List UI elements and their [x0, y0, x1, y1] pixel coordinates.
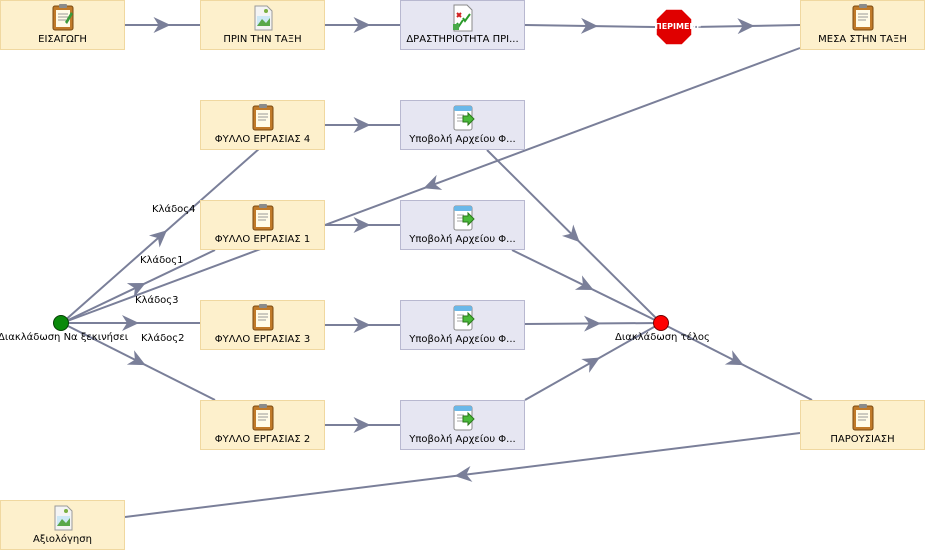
arrowhead — [353, 17, 371, 33]
notepad-icon — [252, 104, 273, 131]
arrowhead — [126, 350, 146, 366]
file-submit-icon — [453, 105, 475, 131]
presentation-activity[interactable]: ΠΑΡΟΥΣΙΑΣΗ — [800, 400, 925, 450]
in-class-activity[interactable]: ΜΕΣΑ ΣΤΗΝ ΤΑΞΗ — [800, 0, 925, 50]
arrowhead — [423, 174, 443, 190]
edge-stop-inclass — [692, 18, 801, 35]
branch-end-label: Διακλάδωση τέλος — [615, 332, 710, 343]
worksheet-1[interactable]: ΦΥΛΛΟ ΕΡΓΑΣΙΑΣ 1 — [200, 200, 325, 250]
branch-label-3: Κλάδος3 — [135, 295, 179, 306]
edge-start-ws1 — [61, 249, 216, 324]
worksheet-2-label: ΦΥΛΛΟ ΕΡΓΑΣΙΑΣ 2 — [214, 434, 311, 445]
branch-start-label: Διακλάδωση Να ξεκινήσει — [0, 332, 129, 343]
arrowhead — [581, 357, 600, 373]
image-page-icon — [54, 505, 72, 531]
arrowhead — [353, 217, 371, 233]
in-class-label: ΜΕΣΑ ΣΤΗΝ ΤΑΞΗ — [818, 34, 907, 45]
submit-file-2-label: Υποβολή Αρχείου Φ... — [409, 434, 516, 445]
branch-label-2: Κλάδος2 — [141, 333, 185, 344]
arrowhead — [561, 224, 580, 243]
arrowhead — [126, 283, 146, 298]
arrowhead — [454, 465, 473, 482]
intro-label: ΕΙΣΑΓΩΓΗ — [38, 34, 87, 45]
branch-start-gate[interactable] — [53, 315, 69, 331]
edge-before-activity — [325, 17, 400, 33]
submit-file-3[interactable]: Υποβολή Αρχείου Φ... — [400, 300, 525, 350]
notepad-icon — [852, 404, 873, 431]
before-class-label: ΠΡΙΝ ΤΗΝ ΤΑΞΗ — [223, 34, 302, 45]
intro-activity[interactable]: ΕΙΣΑΓΩΓΗ — [0, 0, 125, 50]
submit-file-4[interactable]: Υποβολή Αρχείου Φ... — [400, 100, 525, 150]
submit-file-1-label: Υποβολή Αρχείου Φ... — [409, 234, 516, 245]
notepad-icon — [852, 4, 873, 31]
arrowhead — [353, 117, 371, 133]
edge-start-ws2 — [61, 322, 216, 401]
presentation-label: ΠΑΡΟΥΣΙΑΣΗ — [830, 434, 895, 445]
file-submit-icon — [453, 205, 475, 231]
edge-inclass-start — [61, 47, 801, 324]
arrowhead — [153, 17, 171, 33]
worksheet-4-label: ΦΥΛΛΟ ΕΡΓΑΣΙΑΣ 4 — [214, 134, 311, 145]
submit-file-2[interactable]: Υποβολή Αρχείου Φ... — [400, 400, 525, 450]
arrowhead — [724, 350, 744, 366]
notepad-icon — [252, 404, 273, 431]
worksheet-3[interactable]: ΦΥΛΛΟ ΕΡΓΑΣΙΑΣ 3 — [200, 300, 325, 350]
edge-ws4-sub4 — [325, 117, 400, 133]
edge-start-ws3 — [62, 315, 200, 331]
stop-label: ΠΕΡΙΜΕΝΕ — [655, 22, 702, 31]
edge-sub4-end — [486, 149, 662, 324]
activity-label: ΔΡΑΣΤΗΡΙΟΤΗΤΑ ΠΡΙ... — [406, 34, 519, 45]
image-page-icon — [254, 5, 272, 31]
activity-before-class[interactable]: ΔΡΑΣΤΗΡΙΟΤΗΤΑ ΠΡΙ... — [400, 0, 525, 50]
arrowhead — [574, 275, 594, 291]
notepad-icon — [252, 304, 273, 331]
evaluation-label: Αξιολόγηση — [33, 534, 92, 545]
notepad-icon — [52, 4, 73, 31]
edge-ws3-sub3 — [325, 317, 400, 333]
arrowhead — [353, 317, 371, 333]
edge-sub2-end — [524, 322, 662, 401]
edge-end-presentation — [660, 322, 813, 401]
edge-sub1-end — [511, 249, 662, 324]
edge-activity-stop — [524, 17, 656, 34]
submit-file-1[interactable]: Υποβολή Αρχείου Φ... — [400, 200, 525, 250]
edge-intro-before — [125, 17, 200, 33]
quiz-icon — [452, 4, 472, 32]
edge-sub3-end — [524, 315, 662, 332]
worksheet-3-label: ΦΥΛΛΟ ΕΡΓΑΣΙΑΣ 3 — [214, 334, 311, 345]
file-submit-icon — [453, 305, 475, 331]
edge-ws1-sub1 — [325, 217, 400, 233]
before-class-activity[interactable]: ΠΡΙΝ ΤΗΝ ΤΑΞΗ — [200, 0, 325, 50]
arrowhead — [580, 17, 598, 34]
worksheet-1-label: ΦΥΛΛΟ ΕΡΓΑΣΙΑΣ 1 — [214, 234, 311, 245]
arrowhead — [353, 417, 371, 433]
branch-end-gate[interactable] — [653, 315, 669, 331]
evaluation-activity[interactable]: Αξιολόγηση — [0, 500, 125, 550]
arrowhead — [148, 230, 167, 248]
submit-file-4-label: Υποβολή Αρχείου Φ... — [409, 134, 516, 145]
arrowhead — [737, 18, 755, 35]
file-submit-icon — [453, 405, 475, 431]
stop-sign-icon — [655, 8, 693, 46]
submit-file-3-label: Υποβολή Αρχείου Φ... — [409, 334, 516, 345]
edge-start-ws4 — [61, 147, 261, 324]
branch-label-4: Κλάδος4 — [152, 204, 196, 215]
worksheet-2[interactable]: ΦΥΛΛΟ ΕΡΓΑΣΙΑΣ 2 — [200, 400, 325, 450]
worksheet-4[interactable]: ΦΥΛΛΟ ΕΡΓΑΣΙΑΣ 4 — [200, 100, 325, 150]
stop-gate[interactable]: ΠΕΡΙΜΕΝΕ — [655, 8, 702, 46]
edge-ws2-sub2 — [325, 417, 400, 433]
arrowhead — [583, 315, 601, 332]
branch-label-1: Κλάδος1 — [140, 255, 184, 266]
arrowhead — [122, 315, 139, 331]
notepad-icon — [252, 204, 273, 231]
edge-presentation-eval — [124, 432, 801, 518]
